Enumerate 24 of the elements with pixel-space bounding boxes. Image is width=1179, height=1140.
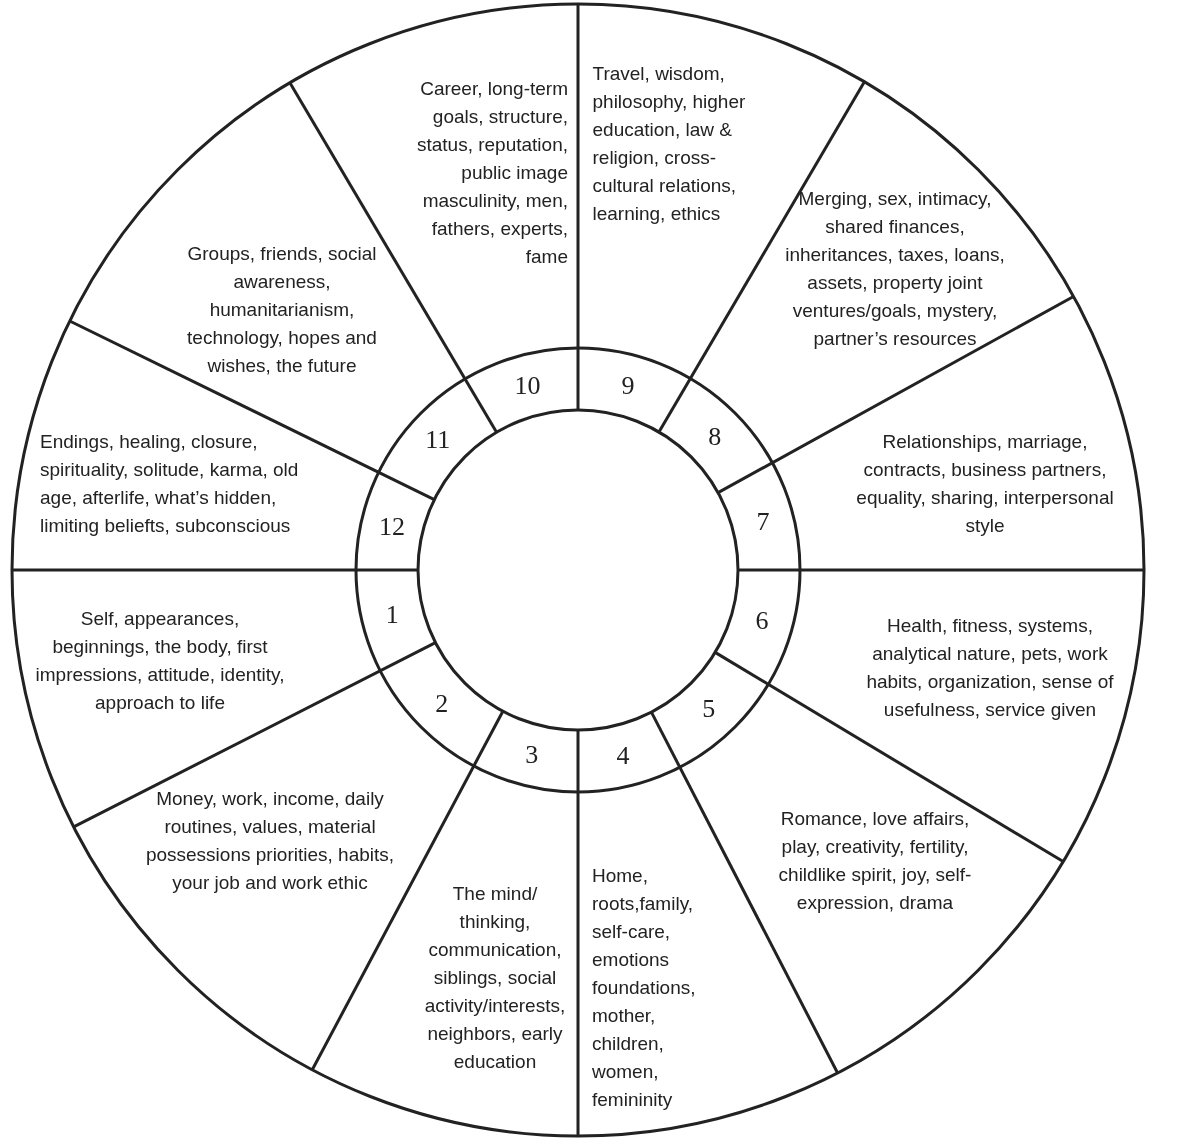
house-number: 10 xyxy=(507,369,548,402)
house-description: The mind/ thinking, communication, siblings, social activity/interests, neighbors, early education xyxy=(420,880,570,1076)
house-description: Money, work, income, daily routines, values, material possessions priorities, habits, your job and work ethic xyxy=(145,785,395,897)
house-number: 2 xyxy=(421,687,462,720)
house-description: Relationships, marriage, contracts, business partners, equality, sharing, interpersonal style xyxy=(845,428,1125,540)
house-number: 9 xyxy=(608,369,649,402)
house-description: Health, fitness, systems, analytical nature, pets, work habits, organization, sense of usefulness, service given xyxy=(850,612,1130,724)
house-number: 3 xyxy=(511,739,552,772)
house-number: 11 xyxy=(417,424,458,457)
house-number: 12 xyxy=(371,510,412,543)
house-description: Endings, healing, closure, spirituality, solitude, karma, old age, afterlife, what’s hidden, limiting beliefts, subconscious xyxy=(40,428,320,540)
house-description: Travel, wisdom, philosophy, higher education, law & religion, cross-cultural relations, learning, ethics xyxy=(592,60,768,228)
house-description: Groups, friends, social awareness, humanitarianism, technology, hopes and wishes, the future xyxy=(179,240,385,380)
house-number: 6 xyxy=(742,605,783,638)
house-number: 1 xyxy=(372,598,413,631)
house-number: 5 xyxy=(688,693,729,726)
house-description: Merging, sex, intimacy, shared finances, inheritances, taxes, loans, assets, property joint ventures/goals, mystery, partner’s resources xyxy=(785,185,1005,353)
house-description: Home, roots,family, self-care, emotions foundations, mother, children, women, femininity xyxy=(592,862,732,1114)
house-description: Self, appearances, beginnings, the body, first impressions, attitude, identity, approach to life xyxy=(35,605,285,717)
house-number: 4 xyxy=(603,739,644,772)
house-description: Romance, love affairs, play, creativity, fertility, childlike spirit, joy, self-expression, drama xyxy=(765,805,985,917)
house-description: Career, long-term goals, structure, status, reputation, public image masculinity, men, fathers, experts, fame xyxy=(388,75,568,271)
house-number: 7 xyxy=(742,506,783,539)
house-number: 8 xyxy=(694,420,735,453)
